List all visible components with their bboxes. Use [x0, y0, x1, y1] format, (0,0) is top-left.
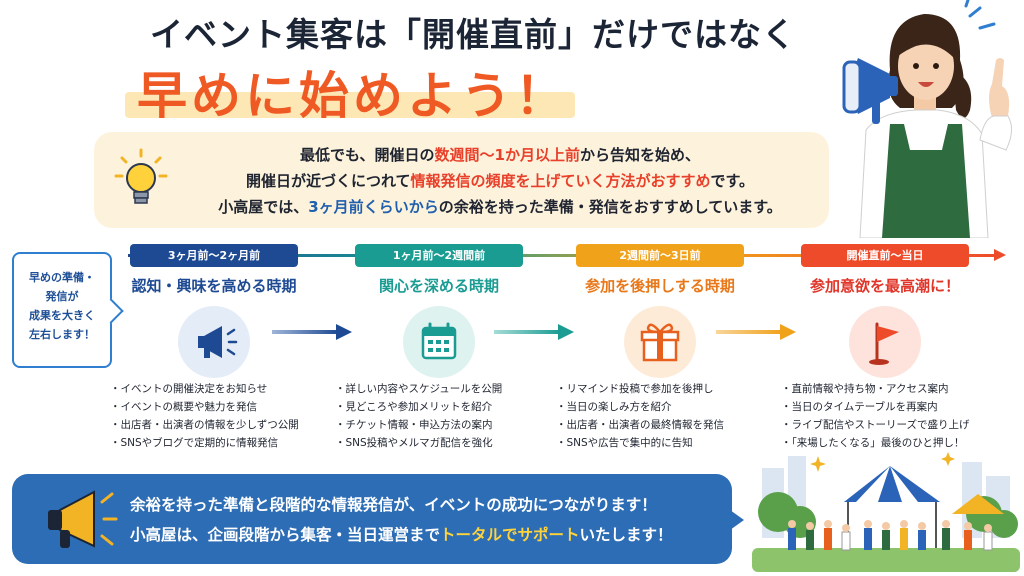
list-item: SNSや広告で集中的に告知 — [556, 434, 772, 452]
phase-4-list: 直前情報や持ち物・アクセス案内 当日のタイムテーブルを再案内 ライブ配信やストー… — [781, 380, 997, 452]
timeline-line — [128, 254, 998, 257]
phase-2: 1ヶ月前〜2週間前 関心を深める時期 詳しい内容やスケジュールを公開 見どころや… — [329, 244, 549, 449]
headline-line2: 早めに始めよう！ — [137, 67, 569, 125]
event-crowd-illustration — [752, 452, 1020, 572]
lightbulb-icon — [114, 148, 168, 204]
phase-2-list: 詳しい内容やスケジュールを公開 見どころや参加メリットを紹介 チケット情報・申込… — [335, 380, 551, 452]
list-item: イベントの概要や魅力を発信 — [110, 398, 326, 416]
timeline-arrowhead — [994, 249, 1006, 261]
phase-4-period: 開催直前〜当日 — [801, 244, 969, 267]
intro-line-1: 最低でも、開催日の数週間〜1か月以上前から告知を始め、 — [299, 146, 701, 164]
list-item: 出店者・出演者の情報を少しずつ公開 — [110, 416, 326, 434]
footer-line-1: 余裕を持った準備と段階的な情報発信が、イベントの成功につながります！ — [130, 496, 657, 514]
headline-line2-wrap: 早めに始めよう！ — [125, 56, 575, 125]
list-item: SNSやブログで定期的に情報発信 — [110, 434, 326, 452]
headline-highlight-band — [125, 92, 575, 118]
intro-highlight-1: 数週間〜1か月以上前 — [434, 146, 580, 164]
flag-icon — [869, 322, 899, 365]
megaphone-icon — [198, 326, 238, 358]
list-item: ライブ配信やストーリーズで盛り上げ — [781, 416, 997, 434]
woman-with-megaphone-illustration — [842, 0, 1012, 238]
side-note-callout: 早めの準備・ 発信が 成果を大きく 左右します！ — [12, 252, 112, 368]
arrow-right-icon — [272, 324, 352, 340]
phase-2-icon-circle — [403, 306, 475, 378]
intro-line-2: 開催日が近づくにつれて情報発信の頻度を上げていく方法がおすすめです。 — [245, 172, 755, 190]
list-item: 詳しい内容やスケジュールを公開 — [335, 380, 551, 398]
intro-highlight-3: 3ヶ月前くらいから — [308, 198, 439, 216]
list-item: 当日の楽しみ方を紹介 — [556, 398, 772, 416]
phase-3-period: 2週間前〜3日前 — [576, 244, 744, 267]
intro-text: 最低でも、開催日の数週間〜1か月以上前から告知を始め、 開催日が近づくにつれて情… — [180, 142, 820, 220]
phase-1: 3ヶ月前〜2ヶ月前 認知・興味を高める時期 イベントの開催決定をお知らせ イベン… — [104, 244, 324, 449]
phase-3: 2週間前〜3日前 参加を後押しする時期 リマインド投稿で参加を後押し 当日の楽し… — [550, 244, 770, 449]
list-item: 見どころや参加メリットを紹介 — [335, 398, 551, 416]
list-item: SNS投稿やメルマガ配信を強化 — [335, 434, 551, 452]
phase-2-period: 1ヶ月前〜2週間前 — [355, 244, 523, 267]
footer-highlight: トータルでサポート — [440, 526, 580, 544]
megaphone-icon — [48, 490, 118, 548]
footer-text: 余裕を持った準備と段階的な情報発信が、イベントの成功につながります！ 小高屋は、… — [130, 490, 673, 550]
gift-icon — [640, 323, 680, 362]
list-item: 「来場したくなる」最後のひと押し！ — [781, 434, 997, 452]
arrow-right-icon — [716, 324, 796, 340]
list-item: 直前情報や持ち物・アクセス案内 — [781, 380, 997, 398]
footer-line-2: 小高屋は、企画段階から集客・当日運営までトータルでサポートいたします！ — [130, 526, 673, 544]
phase-1-icon-circle — [178, 306, 250, 378]
footer-message-bar: 余裕を持った準備と段階的な情報発信が、イベントの成功につながります！ 小高屋は、… — [12, 474, 744, 564]
phase-2-title: 関心を深める時期 — [378, 277, 499, 295]
phase-3-title: 参加を後押しする時期 — [585, 277, 735, 295]
intro-line-3: 小高屋では、3ヶ月前くらいからの余裕を持った準備・発信をおすすめしています。 — [218, 198, 782, 216]
list-item: リマインド投稿で参加を後押し — [556, 380, 772, 398]
calendar-icon — [421, 322, 457, 360]
phase-1-list: イベントの開催決定をお知らせ イベントの概要や魅力を発信 出店者・出演者の情報を… — [110, 380, 326, 452]
phase-3-icon-circle — [624, 306, 696, 378]
intro-box: 最低でも、開催日の数週間〜1か月以上前から告知を始め、 開催日が近づくにつれて情… — [94, 132, 829, 228]
phase-1-period: 3ヶ月前〜2ヶ月前 — [130, 244, 298, 267]
arrow-right-icon — [494, 324, 574, 340]
phase-4-icon-circle — [849, 306, 921, 378]
phase-4: 開催直前〜当日 参加意欲を最高潮に！ 直前情報や持ち物・アクセス案内 当日のタイ… — [775, 244, 995, 449]
list-item: 出店者・出演者の最終情報を発信 — [556, 416, 772, 434]
list-item: イベントの開催決定をお知らせ — [110, 380, 326, 398]
phase-1-title: 認知・興味を高める時期 — [131, 277, 297, 295]
list-item: 当日のタイムテーブルを再案内 — [781, 398, 997, 416]
phase-4-title: 参加意欲を最高潮に！ — [809, 277, 960, 295]
list-item: チケット情報・申込方法の案内 — [335, 416, 551, 434]
headline-line1: イベント集客は「開催直前」だけではなく — [150, 15, 796, 54]
intro-highlight-2: 情報発信の頻度を上げていく方法がおすすめ — [410, 172, 711, 190]
phase-3-list: リマインド投稿で参加を後押し 当日の楽しみ方を紹介 出店者・出演者の最終情報を発… — [556, 380, 772, 452]
